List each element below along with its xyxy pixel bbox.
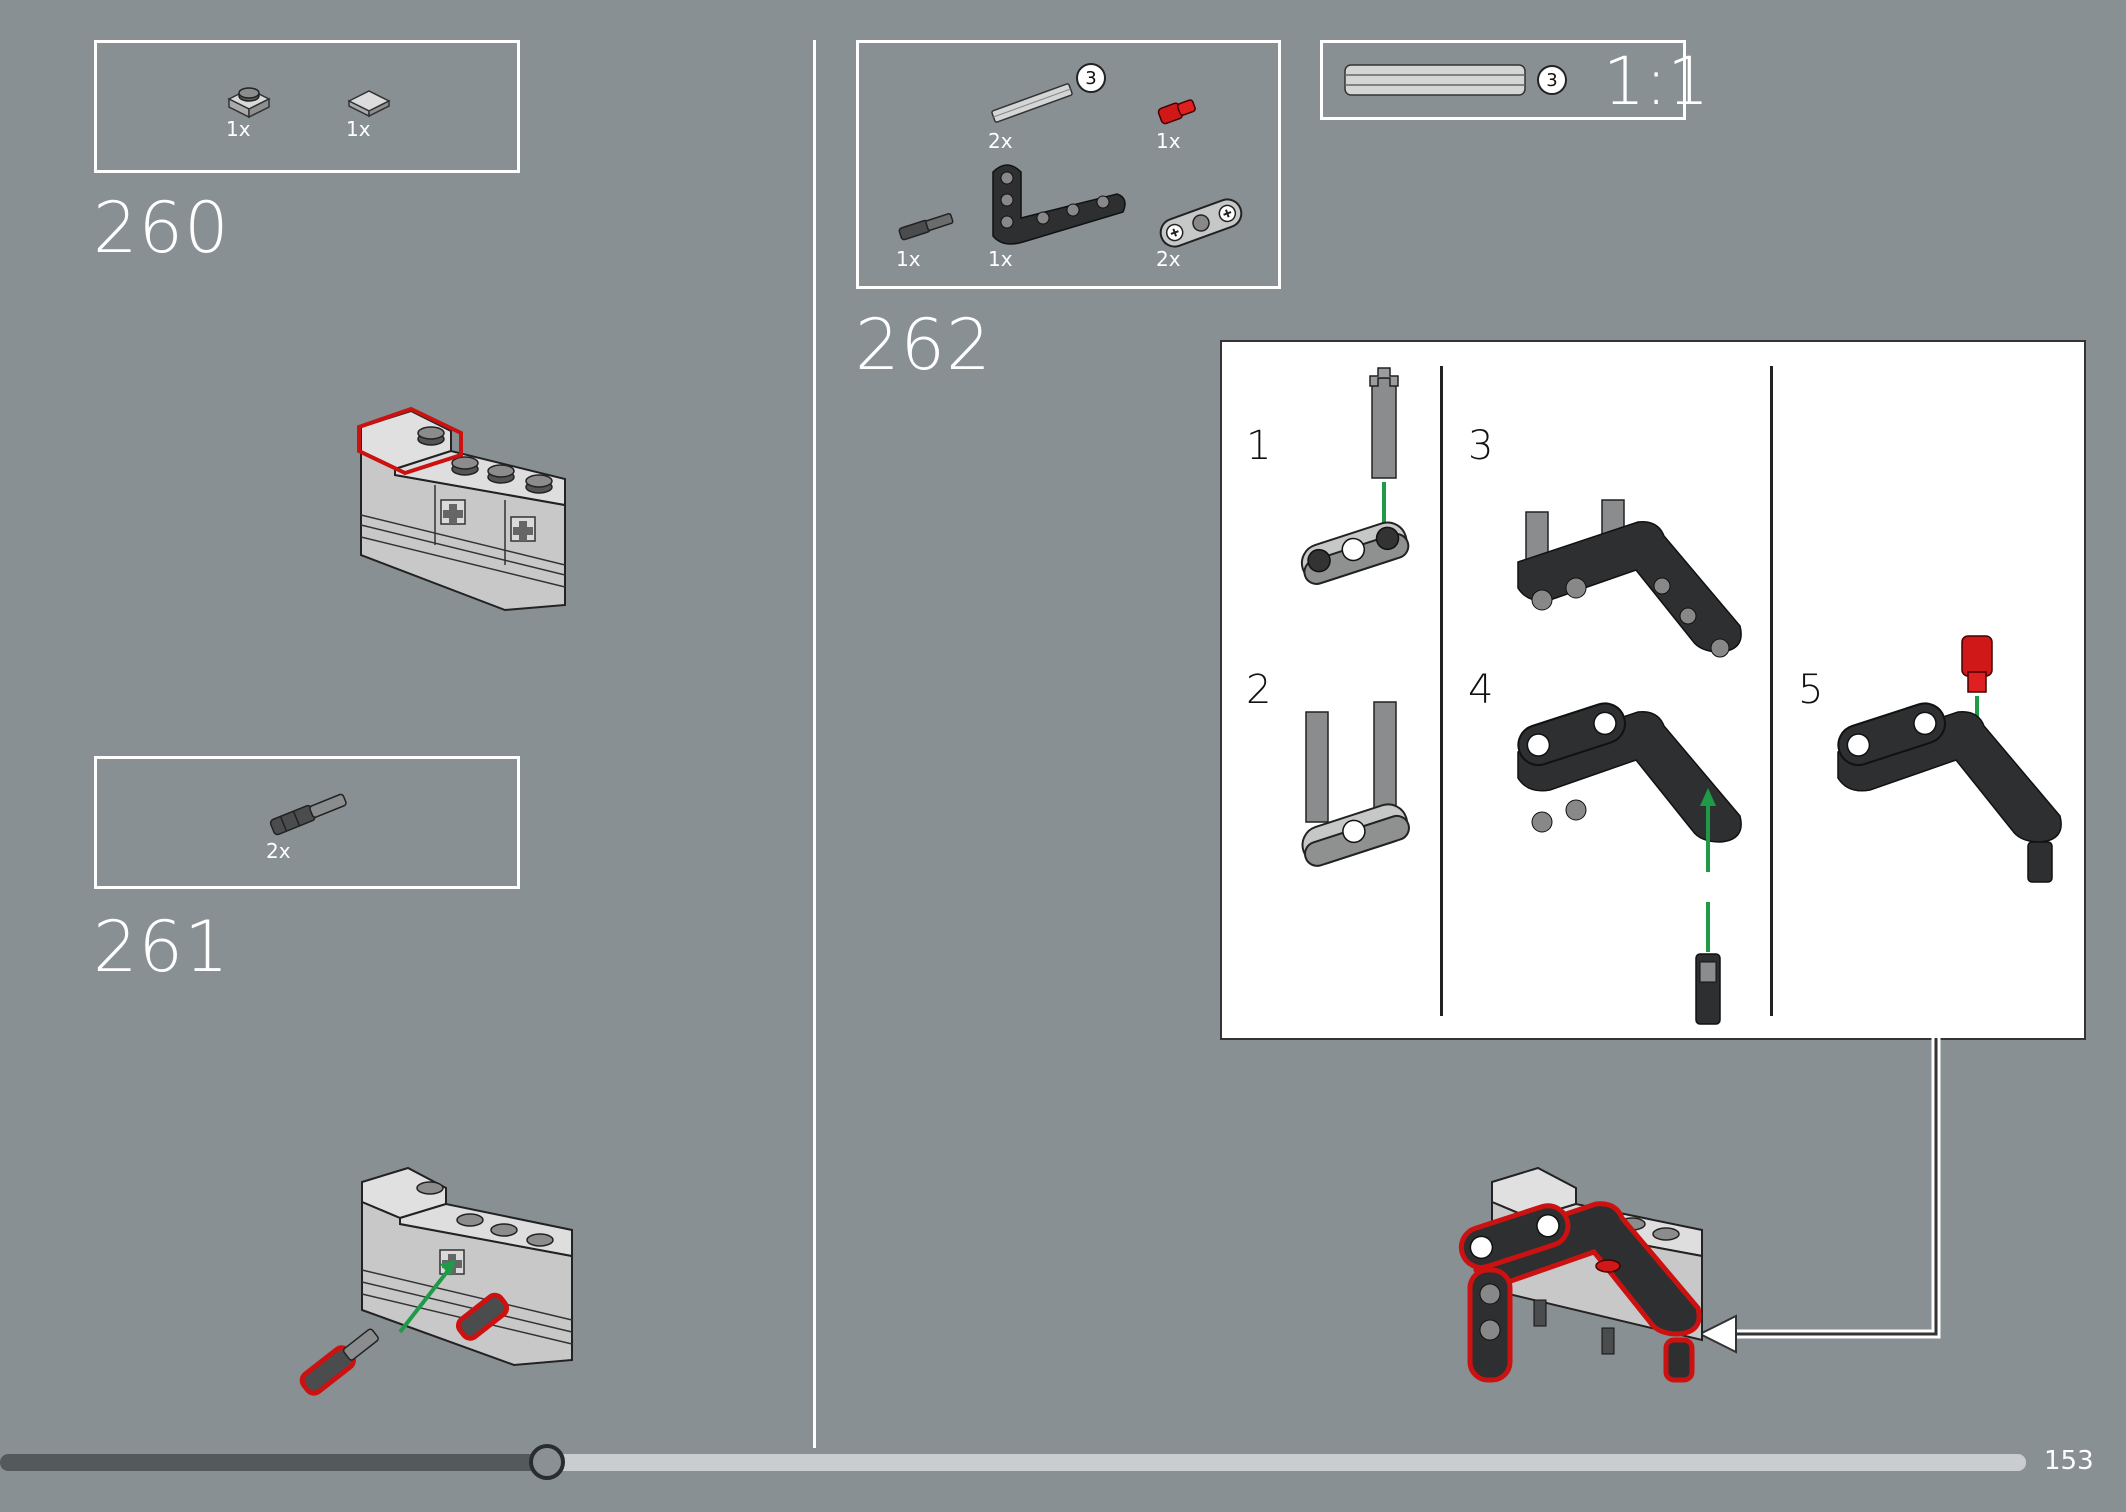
part-qty: 2x [266,839,291,863]
callout-connector-arrow [1697,1038,1941,1354]
pin-red-icon [1157,99,1196,125]
sub-step-number: 2 [1246,667,1272,713]
sub-step-3-illustration [1517,499,1742,658]
parts-box-step-261: 2x [94,756,520,889]
angled-liftarm-black-icon [992,164,1126,245]
brick-wall-with-pins-icon [299,1166,573,1396]
progress-fill [0,1454,547,1471]
sub-step-number: 4 [1468,667,1494,713]
part-qty: 2x [1156,247,1181,271]
axle-pin-with-friction-dark-gray-icon [269,793,347,836]
part-qty: 2x [988,129,1013,153]
parts-box-step-260: 1x 1x [94,40,520,173]
length-badge: 3 [1537,65,1567,95]
sub-step-1-illustration [1300,367,1410,585]
scale-ratio: 1:1 [1603,43,1710,120]
parts-box-step-262: 3 2x 1x 1x 1x 2x [856,40,1281,289]
page-divider [813,40,816,1448]
step-number-262: 262 [855,304,992,386]
tile-1x1-light-gray-icon [347,90,391,118]
step-262-assembly-illustration [1458,1166,1703,1383]
scale-callout: 3 1:1 [1320,40,1709,120]
length-badge: 3 [1076,63,1106,93]
sub-step-2-illustration [1301,701,1410,867]
step-number-260: 260 [93,187,230,269]
sub-assembly-panel: 1 2 3 4 5 [1220,340,2086,1040]
part-qty: 1x [896,247,921,271]
axle-3-light-gray-icon [991,83,1073,123]
axle-3-scale-icon [1344,64,1526,96]
sub-step-number: 5 [1798,667,1824,713]
step-number-261: 261 [93,906,230,988]
progress-bar [0,1454,2026,1471]
pin-with-axle-dark-gray-icon [898,212,954,241]
sub-step-number: 3 [1468,423,1494,469]
page-number: 153 [2044,1446,2094,1476]
part-qty: 1x [346,117,371,141]
sub-step-4-illustration [1517,702,1742,1025]
part-qty: 1x [1156,129,1181,153]
sub-step-divider [1770,366,1773,1016]
round-plate-1x1-light-gray-icon [227,87,271,119]
part-qty: 1x [226,117,251,141]
progress-knob [529,1444,565,1480]
sub-step-number: 1 [1246,423,1272,469]
sub-step-5-illustration [1837,635,2062,883]
part-qty: 1x [988,247,1013,271]
liftarm-1x3-thick-icon [1159,198,1243,248]
brick-wall-assembly-icon [357,406,566,612]
sub-step-divider [1440,366,1443,1016]
